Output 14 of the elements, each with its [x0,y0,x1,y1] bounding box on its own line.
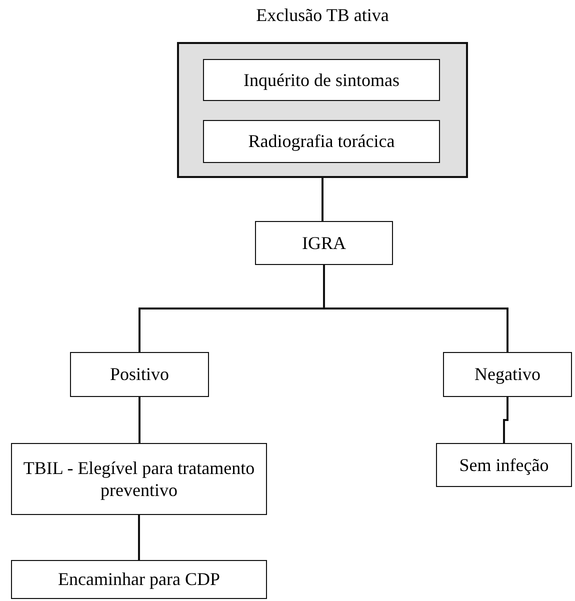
process-box: Radiografia torácica [203,120,440,163]
connector-line [138,515,140,560]
process-box: IGRA [255,221,393,265]
connector-line [138,397,140,443]
connector-line [503,397,508,443]
process-box: Inquérito de sintomas [203,59,440,101]
process-box: Sem infeção [436,443,572,487]
connector-line [322,178,324,221]
process-box: Encaminhar para CDP [11,560,267,599]
process-box: Negativo [443,352,572,397]
process-box: Positivo [70,352,209,397]
process-box: TBIL - Elegível para tratamento preventivo [11,443,267,515]
connector-line [323,265,508,352]
group-heading: Exclusão TB ativa [255,4,390,26]
